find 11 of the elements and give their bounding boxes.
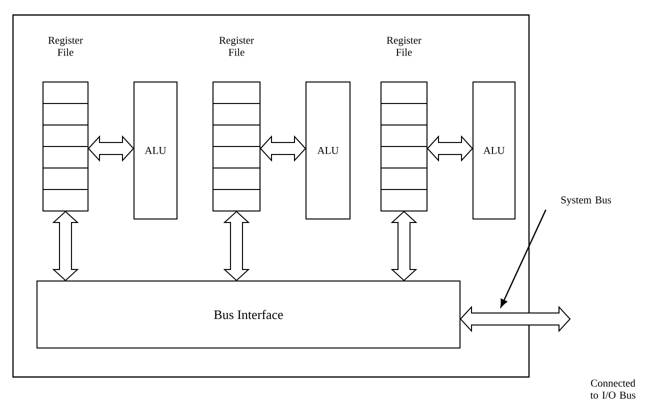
alu-box: ALU xyxy=(134,82,178,220)
leader-line xyxy=(500,210,546,308)
register-label: Register File xyxy=(219,36,254,56)
alu-box: ALU xyxy=(306,82,350,220)
interface-box: Bus Interface xyxy=(36,280,460,348)
chip-box xyxy=(12,14,530,378)
note-text: Connected to I/O Bus xyxy=(590,379,636,399)
bus-label: System Bus xyxy=(561,196,611,206)
register-label: Register File xyxy=(386,36,422,56)
register-label: Register File xyxy=(48,36,83,56)
alu-box: ALU xyxy=(472,82,516,220)
